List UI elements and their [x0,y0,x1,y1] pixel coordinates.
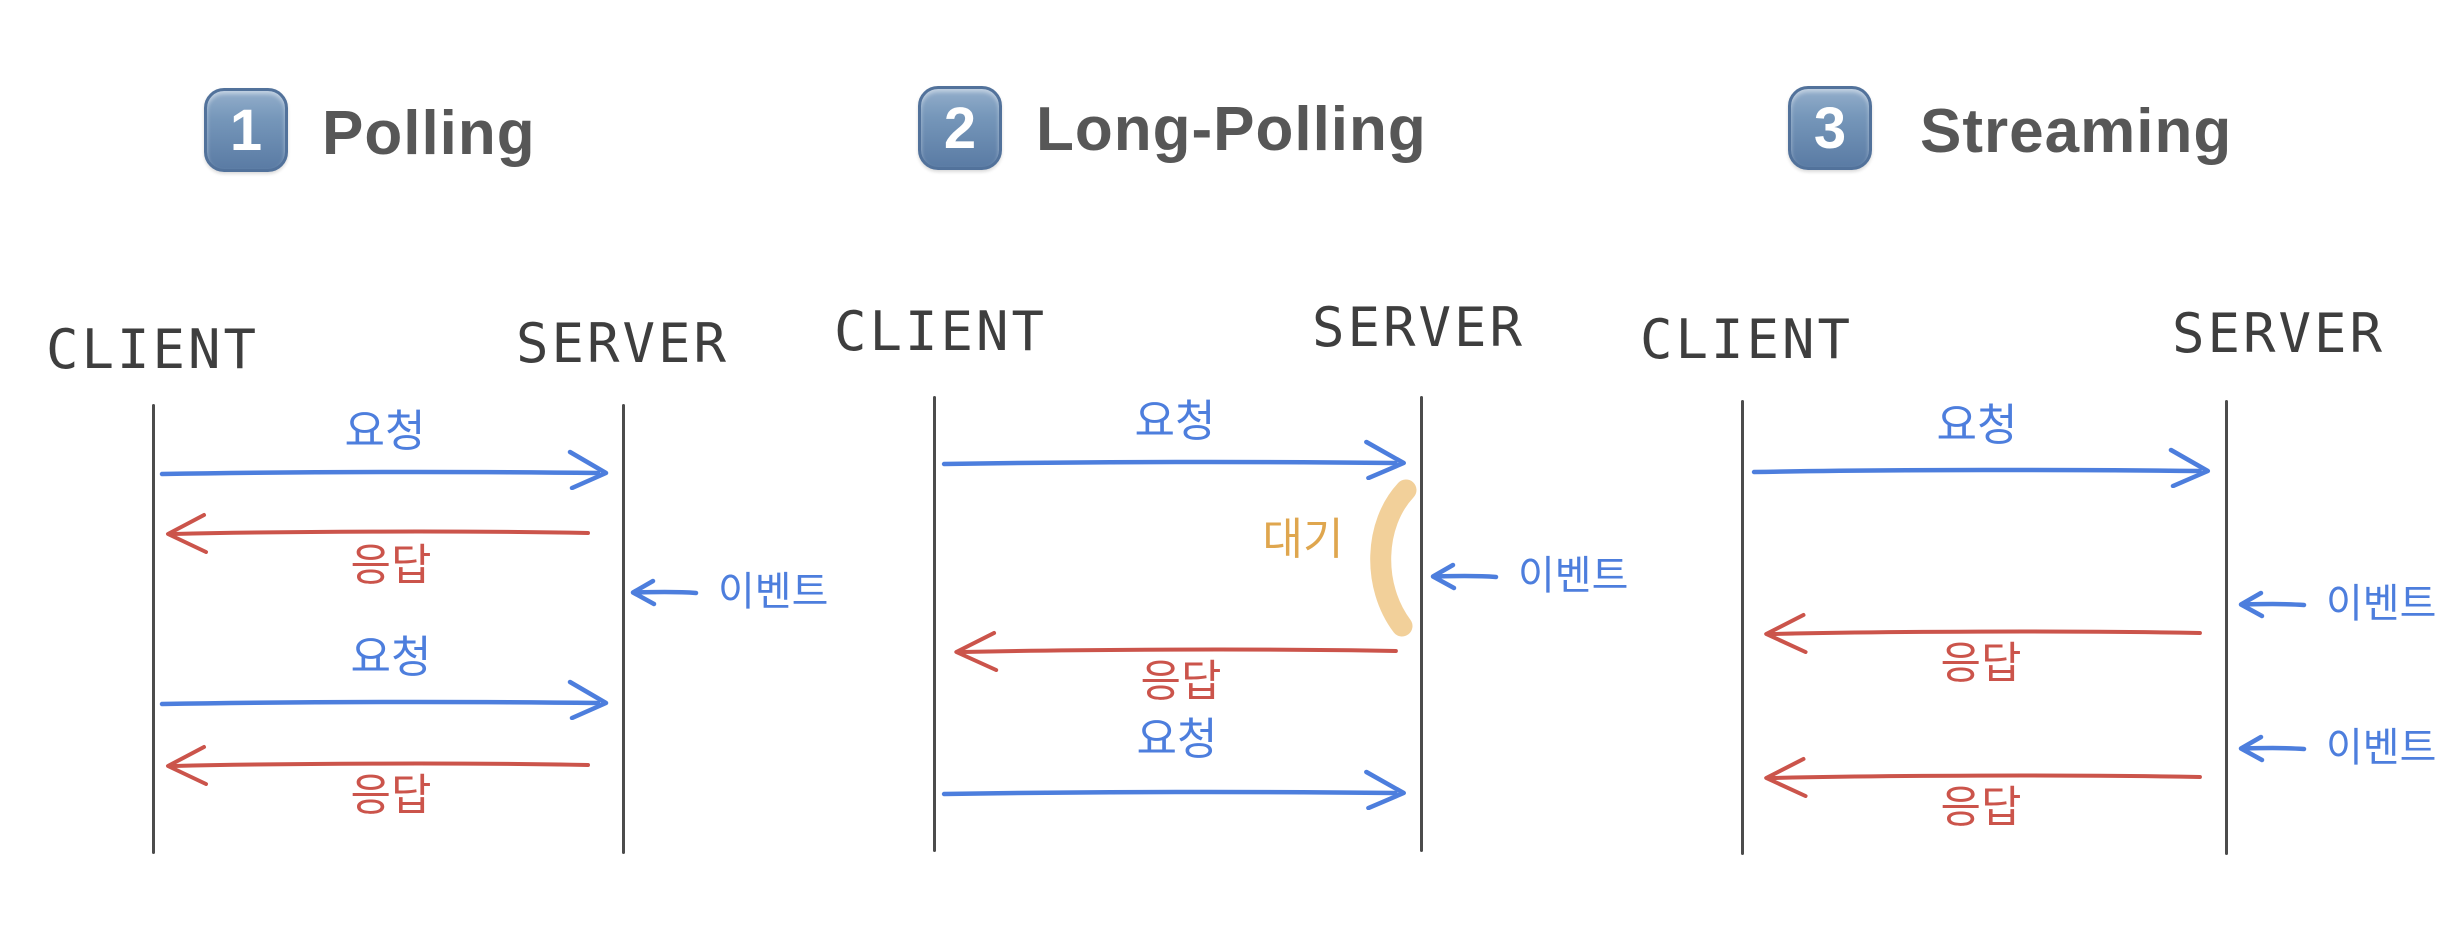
event-arrow-icon [2238,734,2307,763]
event-arrow-icon [2238,590,2307,619]
request-label: 요청 [344,407,426,456]
response-arrow-icon [1764,757,2202,798]
event-label: 이벤트 [2326,726,2437,770]
server-label: SERVER [1312,296,1526,359]
response-label: 응답 [1940,783,2022,832]
response-label: 응답 [1940,639,2022,688]
wait-bracket-icon [1370,479,1417,637]
response-label: 응답 [350,771,432,820]
request-arrow-icon [1751,447,2211,488]
server-lifeline [2225,400,2228,855]
request-label: 요청 [1134,397,1216,446]
keycap-3-badge: 3 [1788,86,1872,170]
keycap-1-badge: 1 [204,88,288,172]
server-label: SERVER [2172,302,2386,365]
server-label: SERVER [516,312,730,375]
request-label: 요청 [1136,715,1218,764]
event-arrow-icon [1430,562,1499,591]
response-label: 응답 [350,541,432,590]
event-label: 이벤트 [718,570,829,614]
panel-title: Streaming [1920,97,2233,166]
client-lifeline [1741,400,1744,855]
server-event: 이벤트 [2234,582,2436,626]
server-event: 이벤트 [1426,554,1628,598]
response-arrow-icon [166,513,590,554]
event-label: 이벤트 [2326,582,2437,626]
keycap-2-badge: 2 [918,86,1002,170]
panel-title: Long-Polling [1036,95,1427,164]
client-label: CLIENT [46,318,260,381]
request-label: 요청 [350,633,432,682]
response-arrow-icon [166,745,590,786]
request-label: 요청 [1936,401,2018,450]
wait-label: 대기 [1262,515,1344,564]
event-label: 이벤트 [1518,554,1629,598]
client-lifeline [933,396,936,852]
client-label: CLIENT [1640,308,1854,371]
server-event: 이벤트 [2234,726,2436,770]
response-label: 응답 [1140,657,1222,706]
server-event: 이벤트 [626,570,828,614]
event-arrow-icon [630,578,699,607]
request-arrow-icon [159,449,609,490]
panel-title: Polling [322,99,536,168]
client-lifeline [152,404,155,854]
request-arrow-icon [159,679,609,720]
request-arrow-icon [941,439,1406,480]
response-arrow-icon [954,631,1398,672]
client-label: CLIENT [834,300,1048,363]
response-arrow-icon [1764,613,2202,654]
server-lifeline [622,404,625,854]
request-arrow-icon [941,769,1406,810]
server-lifeline [1420,396,1423,852]
